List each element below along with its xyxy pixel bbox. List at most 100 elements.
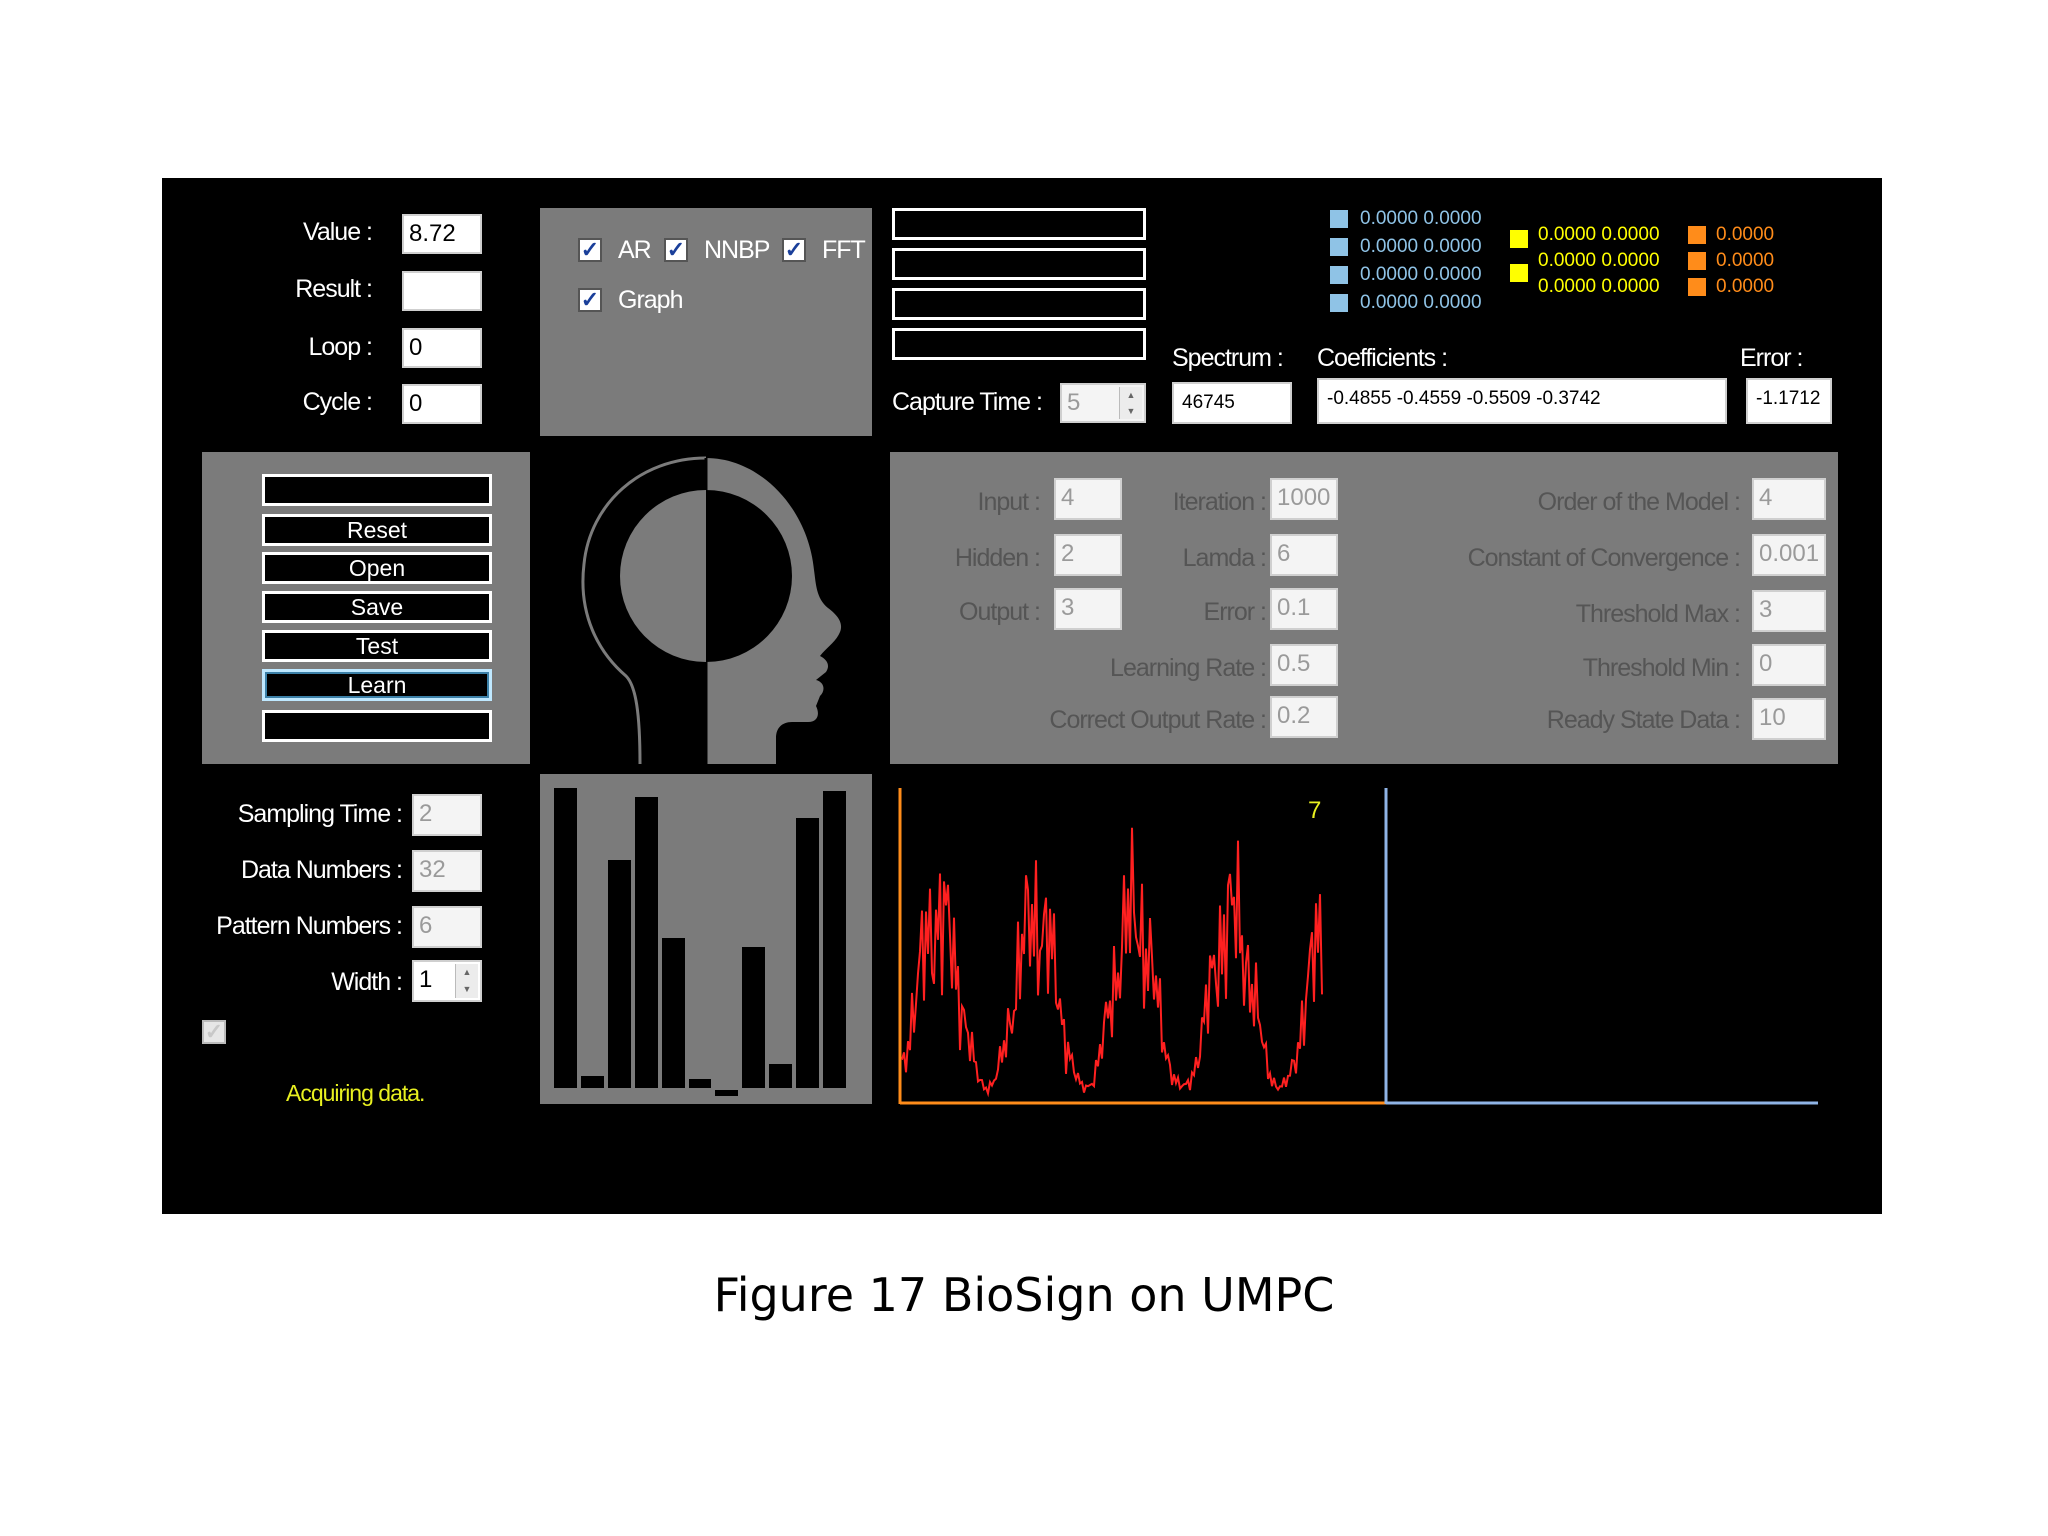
value-label: Value : (303, 218, 373, 246)
spectrum-bar (554, 788, 577, 1088)
learning-rate-label: Learning Rate : (1110, 654, 1267, 682)
graph-checkbox[interactable]: ✓ (578, 288, 602, 312)
save-button[interactable]: Save (262, 591, 492, 623)
output-chart (1384, 788, 1818, 1105)
spectrum-bar (742, 947, 766, 1088)
pattern-numbers-label: Pattern Numbers : (216, 912, 403, 940)
spectrum-field[interactable]: 46745 (1172, 382, 1292, 424)
error-field[interactable]: 0.1 (1270, 588, 1338, 630)
blue-weights-row-2: 0.0000 0.0000 (1360, 236, 1482, 257)
parameters-panel: Input : 4 Hidden : 2 Output : 3 Iteratio… (890, 452, 1838, 764)
spectrum-label: Spectrum : (1172, 344, 1284, 372)
yellow-indicator-1 (1510, 230, 1528, 248)
hidden-field[interactable]: 2 (1054, 534, 1122, 576)
correct-output-rate-field[interactable]: 0.2 (1270, 696, 1338, 738)
output-indicator-1 (892, 208, 1146, 240)
result-field[interactable] (402, 271, 482, 311)
threshold-max-field[interactable]: 3 (1752, 590, 1826, 632)
output-indicator-3 (892, 288, 1146, 320)
blank-top-button[interactable] (262, 474, 492, 506)
fft-checkbox[interactable]: ✓ (782, 238, 806, 262)
capture-time-label: Capture Time : (892, 388, 1043, 416)
biosign-window: Value : 8.72 Result : Loop : 0 Cycle : 0… (162, 178, 1882, 1214)
blue-indicator-4 (1330, 294, 1348, 312)
width-label: Width : (331, 968, 403, 996)
yellow-weights-row-2: 0.0000 0.0000 (1538, 250, 1660, 271)
iteration-field[interactable]: 1000 (1270, 478, 1338, 520)
cycle-label: Cycle : (302, 388, 373, 416)
capture-time-spin[interactable]: ▲▼ (1119, 387, 1142, 419)
spectrum-bar (715, 1090, 739, 1096)
output-label: Output : (959, 598, 1041, 626)
value-field[interactable]: 8.72 (402, 214, 482, 254)
pattern-numbers-field[interactable]: 6 (412, 906, 482, 948)
lamda-label: Lamda : (1182, 544, 1267, 572)
sampling-time-field[interactable]: 2 (412, 794, 482, 836)
head-logo (540, 452, 872, 765)
reset-button[interactable]: Reset (262, 514, 492, 546)
learn-button[interactable]: Learn (262, 669, 492, 701)
graph-label: Graph (618, 286, 683, 314)
output-field[interactable]: 3 (1054, 588, 1122, 630)
threshold-max-label: Threshold Max : (1575, 600, 1741, 628)
test-button[interactable]: Test (262, 630, 492, 662)
constant-of-convergence-label: Constant of Convergence : (1467, 544, 1741, 572)
input-field[interactable]: 4 (1054, 478, 1122, 520)
coefficients-label: Coefficients : (1317, 344, 1448, 372)
learning-rate-field[interactable]: 0.5 (1270, 644, 1338, 686)
ar-checkbox[interactable]: ✓ (578, 238, 602, 262)
yellow-weights-row-3: 0.0000 0.0000 (1538, 276, 1660, 297)
spectrum-bar (580, 1076, 604, 1088)
nnbp-checkbox[interactable]: ✓ (664, 238, 688, 262)
open-button[interactable]: Open (262, 552, 492, 584)
spectrum-bars-panel (540, 774, 872, 1104)
threshold-min-label: Threshold Min : (1582, 654, 1741, 682)
threshold-min-field[interactable]: 0 (1752, 644, 1826, 686)
head-silhouette-icon (581, 456, 842, 765)
iteration-label: Iteration : (1172, 488, 1267, 516)
capture-time-stepper[interactable]: 5 ▲▼ (1060, 383, 1146, 423)
width-stepper[interactable]: 1 ▲▼ (412, 960, 482, 1002)
sampling-time-label: Sampling Time : (237, 800, 403, 828)
spectrum-bars (552, 788, 848, 1096)
cycle-field[interactable]: 0 (402, 384, 482, 424)
constant-of-convergence-field[interactable]: 0.001 (1752, 534, 1826, 576)
ready-state-data-label: Ready State Data : (1546, 706, 1741, 734)
orange-weights-row-3: 0.0000 (1716, 276, 1775, 297)
error-top-label: Error : (1740, 344, 1803, 372)
output-indicator-4 (892, 328, 1146, 360)
data-numbers-field[interactable]: 32 (412, 850, 482, 892)
width-spin[interactable]: ▲▼ (455, 964, 478, 998)
orange-weights-row-1: 0.0000 (1716, 224, 1775, 245)
spectrum-bar (661, 938, 685, 1088)
disabled-checkbox[interactable]: ✓ (202, 1020, 226, 1044)
status-text: Acquiring data. (286, 1080, 425, 1106)
signal-peak-label: 7 (1308, 797, 1321, 824)
ready-state-data-field[interactable]: 10 (1752, 698, 1826, 740)
result-label: Result : (295, 275, 373, 303)
spectrum-bar (688, 1079, 712, 1088)
orange-indicator-2 (1688, 252, 1706, 270)
input-label: Input : (977, 488, 1042, 516)
options-panel: ✓ AR ✓ NNBP ✓ FFT ✓ Graph (540, 208, 872, 436)
blue-weights-row-4: 0.0000 0.0000 (1360, 292, 1482, 313)
blue-indicator-3 (1330, 266, 1348, 284)
order-of-model-field[interactable]: 4 (1752, 478, 1826, 520)
blank-bottom-button[interactable] (262, 710, 492, 742)
loop-field[interactable]: 0 (402, 328, 482, 368)
figure-caption: Figure 17 BioSign on UMPC (713, 1268, 1335, 1322)
spectrum-bar (823, 791, 846, 1088)
correct-output-rate-label: Correct Output Rate : (1049, 706, 1267, 734)
spectrum-bar (796, 818, 820, 1088)
blue-indicator-2 (1330, 238, 1348, 256)
lamda-field[interactable]: 6 (1270, 534, 1338, 576)
blue-weights-row-3: 0.0000 0.0000 (1360, 264, 1482, 285)
weight-matrix: 0.0000 0.0000 0.0000 0.0000 0.0000 0.000… (1330, 208, 1850, 318)
spectrum-bar (634, 797, 658, 1088)
error-top-field[interactable]: -1.1712 (1746, 378, 1832, 424)
spectrum-bar (607, 860, 631, 1088)
button-panel: Reset Open Save Test Learn (202, 452, 530, 764)
output-indicator-stack (892, 208, 1148, 368)
order-of-model-label: Order of the Model : (1537, 488, 1741, 516)
coefficients-field[interactable]: -0.4855 -0.4559 -0.5509 -0.3742 (1317, 378, 1727, 424)
